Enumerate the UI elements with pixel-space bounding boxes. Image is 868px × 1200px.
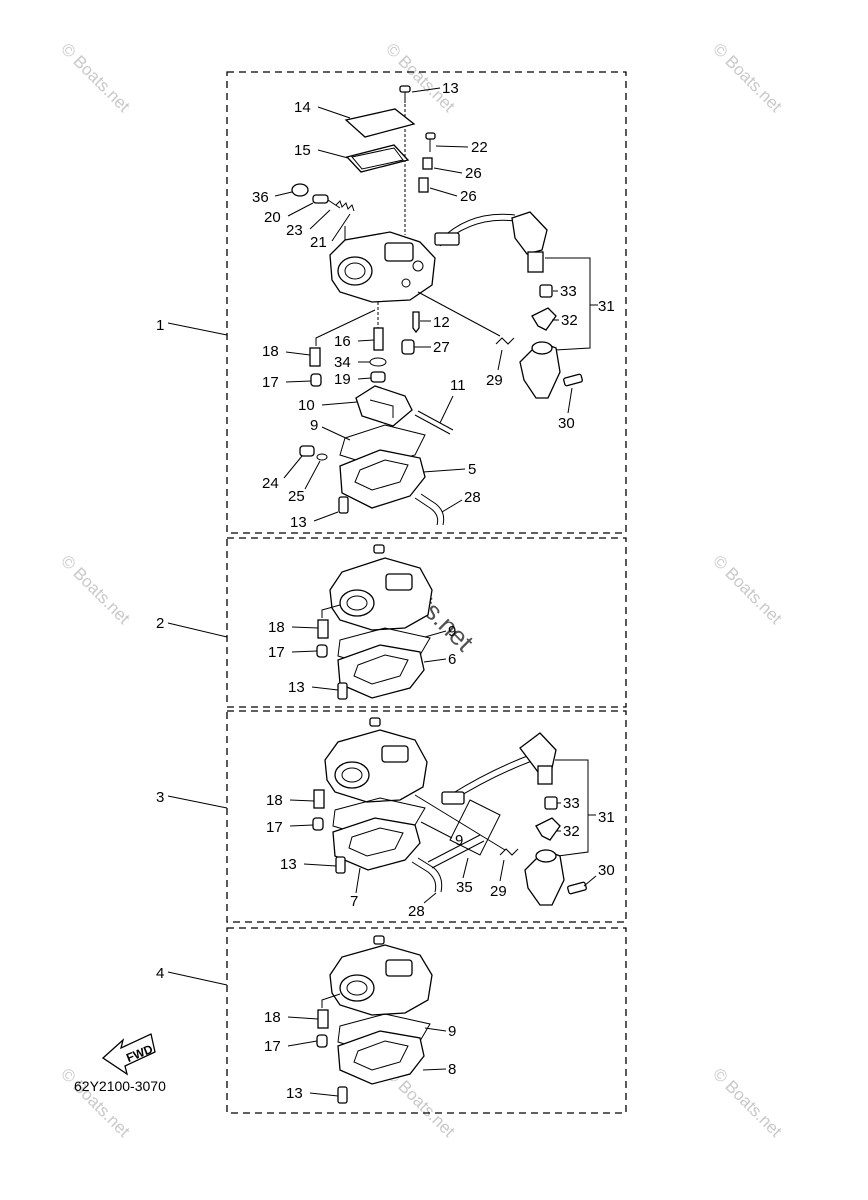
callout: 32 [561, 312, 578, 329]
box3-callouts: 18 33 31 32 17 9 13 30 29 35 7 28 [266, 792, 615, 920]
callout: 13 [286, 1085, 303, 1102]
callout: 10 [298, 397, 315, 414]
callout: 31 [598, 809, 615, 826]
assembly-box-3 [226, 710, 627, 923]
callout: 11 [450, 377, 466, 394]
watermark: © Boats.net [709, 39, 786, 116]
assembly-box-2 [226, 537, 627, 708]
callout: 13 [288, 679, 305, 696]
callout: 13 [442, 80, 459, 97]
callout: 20 [264, 209, 281, 226]
callout: 12 [433, 314, 450, 331]
assembly-labels: 1 2 3 4 [156, 317, 228, 986]
box1-callouts: 13 14 22 15 26 26 36 20 23 21 33 31 32 1… [252, 80, 615, 531]
diagram-code: 62Y2100-3070 [74, 1078, 166, 1094]
watermark: © Boats.net [57, 1064, 134, 1141]
callout: 33 [560, 283, 577, 300]
watermark: © Boats.net [709, 551, 786, 628]
callout: 6 [448, 651, 456, 668]
callout: 34 [334, 354, 351, 371]
callout: 27 [433, 339, 450, 356]
watermark: © Boats.net [382, 39, 459, 116]
callout: 9 [448, 623, 456, 640]
callout: 9 [310, 417, 318, 434]
callout: 28 [408, 903, 425, 920]
callout: 17 [268, 644, 285, 661]
callout: 23 [286, 222, 303, 239]
assembly-label: 3 [156, 789, 164, 806]
callout: 29 [486, 372, 503, 389]
box2-callouts: 18 9 17 6 13 [268, 619, 456, 696]
callout: 30 [558, 415, 575, 432]
callout: 28 [464, 489, 481, 506]
callout: 35 [456, 879, 473, 896]
callout: 16 [334, 333, 351, 350]
assembly-label: 1 [156, 317, 164, 334]
callout: 13 [280, 856, 297, 873]
callout: 9 [455, 832, 463, 849]
carburetor-exploded-view [291, 85, 598, 526]
callout: 18 [264, 1009, 281, 1026]
carburetor-assembly-3 [312, 717, 596, 906]
carburetor-assembly-2 [316, 544, 433, 700]
callout: 26 [460, 188, 477, 205]
box4-callouts: 18 9 17 8 13 [264, 1009, 456, 1102]
watermark: © Boats.net [709, 1064, 786, 1141]
callout: 8 [448, 1061, 456, 1078]
assembly-label: 2 [156, 615, 164, 632]
callout: 32 [563, 823, 580, 840]
callout: 18 [268, 619, 285, 636]
callout: 25 [288, 488, 305, 505]
callout: 13 [290, 514, 307, 531]
callout: 9 [448, 1023, 456, 1040]
callout: 17 [266, 819, 283, 836]
watermark: © Boats.net [57, 551, 134, 628]
callout: 18 [266, 792, 283, 809]
callout: 30 [598, 862, 615, 879]
callout: 17 [264, 1038, 281, 1055]
callout: 19 [334, 371, 351, 388]
callout: 26 [465, 165, 482, 182]
assembly-label: 4 [156, 965, 164, 982]
assembly-box-1 [226, 71, 627, 534]
callout: 24 [262, 475, 279, 492]
carburetor-assembly-4 [316, 935, 433, 1104]
callout: 17 [262, 374, 279, 391]
callout: 18 [262, 343, 279, 360]
callout: 22 [471, 139, 488, 156]
callout: 15 [294, 142, 311, 159]
fwd-arrow-icon: FWD [101, 1033, 156, 1076]
callout: 33 [563, 795, 580, 812]
callout: 29 [490, 883, 507, 900]
callout: 31 [598, 298, 615, 315]
callout: 7 [350, 893, 358, 910]
callout: 14 [294, 99, 311, 116]
callout: 21 [310, 234, 327, 251]
watermark: © Boats.net [57, 39, 134, 116]
callout: 5 [468, 461, 476, 478]
callout: 36 [252, 189, 269, 206]
assembly-box-4 [226, 927, 627, 1114]
